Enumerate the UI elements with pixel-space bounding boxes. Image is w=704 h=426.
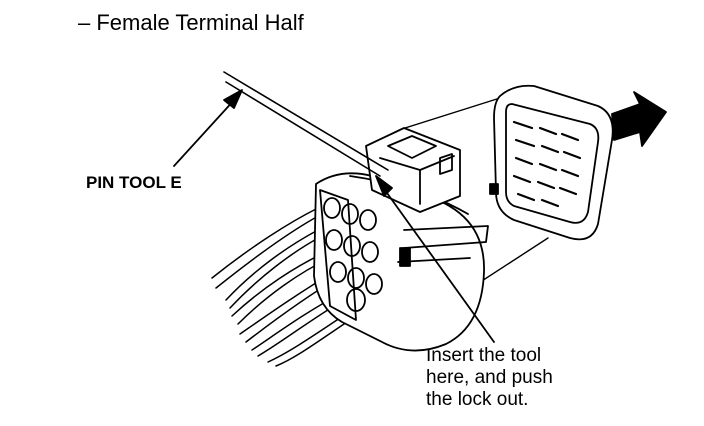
lock-point-leader-arrow (375, 175, 495, 343)
male-cavity-slots (512, 120, 582, 208)
note-line-3: the lock out. (426, 389, 529, 410)
note-line-2: here, and push (426, 367, 553, 388)
instruction-note: Insert the tool here, and push the lock … (426, 345, 553, 411)
male-terminal-half (489, 84, 614, 241)
terminal-cavities (323, 197, 383, 312)
note-line-1: Insert the tool (426, 345, 542, 366)
pin-tool-leader-arrow (173, 89, 243, 167)
pin-tool-label: PIN TOOL E (86, 173, 182, 192)
diagram-title: – Female Terminal Half (78, 10, 304, 35)
pin-tool (223, 71, 389, 177)
female-terminal-half (313, 172, 489, 352)
pull-direction-arrow (611, 91, 667, 147)
